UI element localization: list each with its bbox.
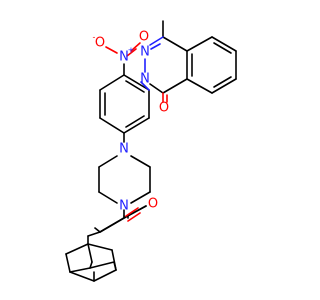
nitro-nitrogen-charge: +	[128, 46, 135, 55]
nitro-nitrogen-label: N	[119, 50, 129, 65]
nitrophenyl-bonds	[99, 63, 150, 143]
atom-labels: N + O - O N N O N N O	[93, 30, 170, 214]
acetyl-linker-bonds	[87, 205, 147, 237]
phthalazinone-carbonyl-oxygen-label: O	[159, 101, 169, 116]
piperazine-nitrogen-top-label: N	[119, 142, 129, 157]
piperazine-bonds	[98, 155, 151, 217]
nitro-bonds	[105, 42, 141, 57]
phthalazinone-n2-label: N	[140, 72, 150, 87]
phthalazinone-n3-label: N	[140, 45, 150, 60]
phthalazinone-bonds	[144, 20, 237, 103]
nitro-oxygen-right-label: O	[139, 30, 149, 45]
nitro-oxygen-charge: -	[93, 33, 96, 42]
amide-oxygen-label: O	[148, 197, 158, 212]
nitro-oxygen-left-label: O	[95, 36, 105, 51]
molecule-structure: N + O - O N N O N N O	[65, 20, 237, 282]
piperazine-nitrogen-bottom-label: N	[119, 199, 129, 214]
adamantyl-bonds	[65, 235, 117, 282]
